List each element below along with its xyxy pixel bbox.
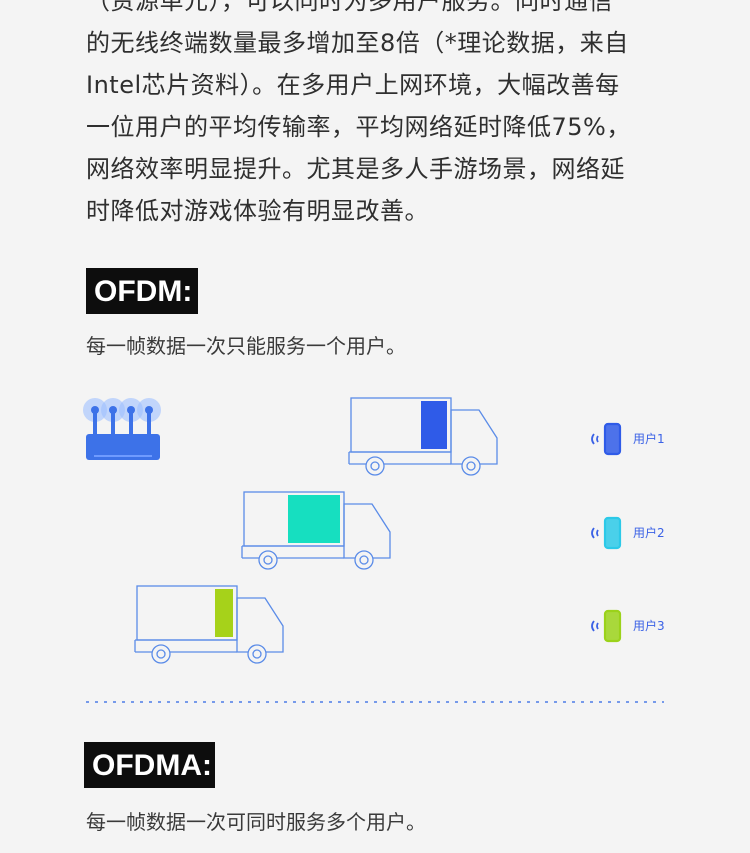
paragraph-line: （资源单元），可以同时为多用户服务。同时通信	[86, 0, 613, 15]
truck-icon	[134, 585, 284, 664]
intro-paragraph: （资源单元），可以同时为多用户服务。同时通信 的无线终端数量最多增加至8倍（*理…	[86, 0, 686, 232]
smartphone-icon	[603, 516, 622, 550]
smartphone-icon	[603, 609, 622, 643]
wifi-signal-icon	[591, 433, 599, 445]
user-device-3: 用户3	[591, 609, 665, 643]
paragraph-line: 网络效率明显提升。尤其是多人手游场景，网络延	[86, 155, 625, 183]
paragraph-line: Intel芯片资料）。在多用户上网环境，大幅改善每	[86, 71, 620, 99]
wifi-signal-icon	[591, 620, 599, 632]
truck-icon	[241, 491, 391, 570]
paragraph-line: 时降低对游戏体验有明显改善。	[86, 197, 429, 225]
ofdma-heading: OFDMA:	[84, 742, 215, 788]
user-device-2: 用户2	[591, 516, 665, 550]
paragraph-line: 的无线终端数量最多增加至8倍（*理论数据，来自	[86, 29, 629, 57]
user-label: 用户2	[633, 525, 665, 540]
user-label: 用户3	[633, 618, 665, 633]
smartphone-icon	[603, 422, 622, 456]
user-device-1: 用户1	[591, 422, 665, 456]
user-label: 用户1	[633, 431, 665, 446]
ofdma-description: 每一帧数据一次可同时服务多个用户。	[86, 810, 426, 834]
truck-icon	[348, 397, 498, 476]
ofdm-diagram: 用户1 用户2 用户3	[83, 397, 665, 703]
paragraph-line: 一位用户的平均传输率，平均网络延时降低75%，	[86, 113, 631, 141]
ofdm-heading: OFDM:	[86, 268, 198, 314]
router-icon	[83, 398, 161, 460]
wifi-signal-icon	[591, 527, 599, 539]
ofdm-description: 每一帧数据一次只能服务一个用户。	[86, 334, 406, 358]
